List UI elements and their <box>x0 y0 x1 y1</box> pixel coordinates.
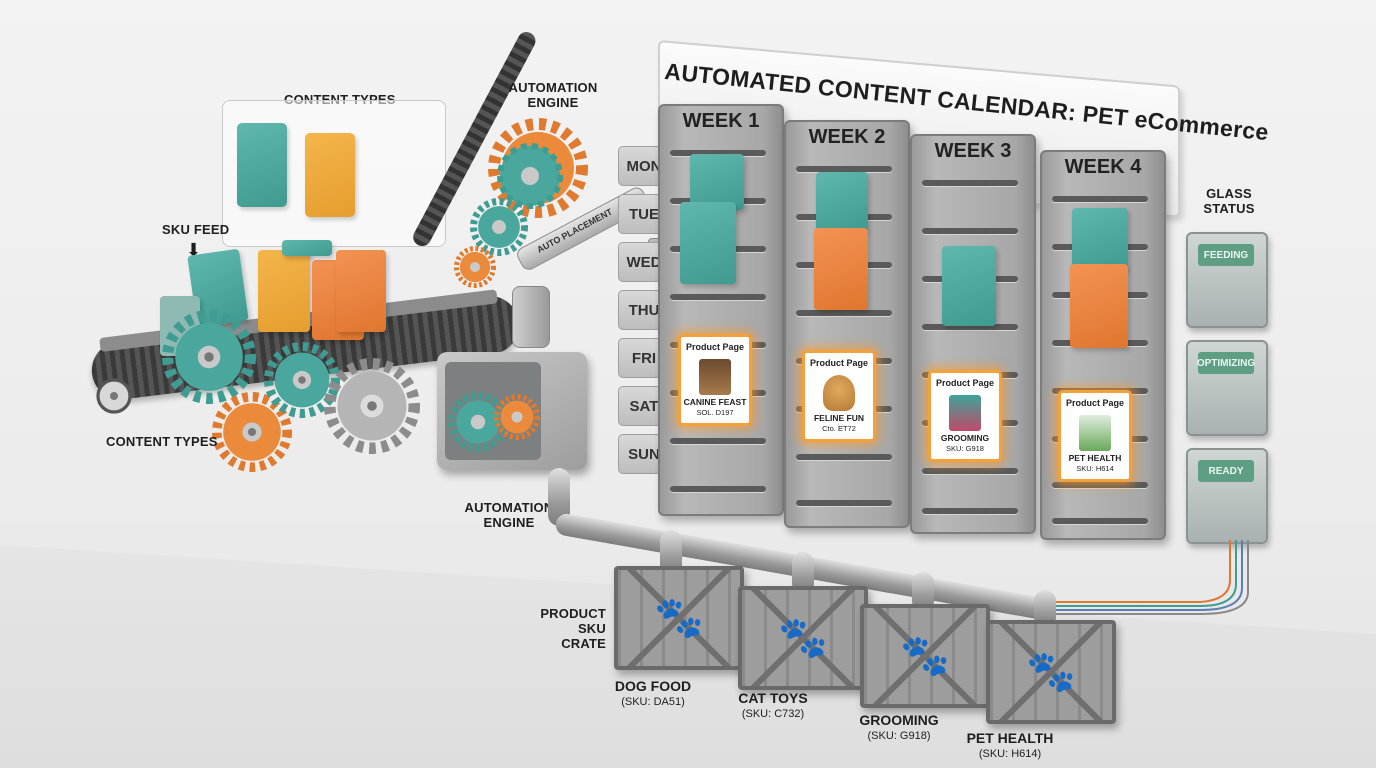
glass-status-label: GLASS STATUS <box>1203 186 1255 216</box>
automation-engine-bottom-label: AUTOMATION ENGINE <box>464 500 554 530</box>
product-page-card[interactable]: Product Page CANINE FEAST SOL. D197 <box>678 334 752 426</box>
crate-label-pet-health: PET HEALTH(SKU: H614) <box>966 730 1054 760</box>
automation-engine-top-label: AUTOMATION ENGINE <box>508 80 598 110</box>
week-column-4: WEEK 4 Product Page PET HEALTH SKU: H614 <box>1040 150 1166 540</box>
scheduled-card-teal[interactable] <box>680 202 736 284</box>
week-header: WEEK 2 <box>808 126 886 148</box>
status-wires <box>1040 540 1249 615</box>
scheduled-card-teal[interactable] <box>942 246 996 326</box>
gear-icon <box>162 310 256 404</box>
pipe-drop <box>660 530 682 576</box>
status-badge: READY <box>1198 460 1254 482</box>
gear-icon <box>264 342 340 418</box>
crate-pet-health[interactable]: 🐾 <box>986 620 1116 724</box>
scheduled-card-orange[interactable] <box>1070 264 1128 348</box>
status-badge: FEEDING <box>1198 244 1254 266</box>
status-badge: OPTIMIZING <box>1197 352 1255 374</box>
gear-icon <box>470 198 528 256</box>
gear-icon <box>488 118 588 218</box>
crate-dog-food[interactable]: 🐾 <box>614 566 744 670</box>
gear-icon <box>324 358 420 454</box>
content-types-panel <box>222 100 446 247</box>
crate-label-dog-food: DOG FOOD(SKU: DA51) <box>614 678 692 708</box>
scheduled-card-teal[interactable] <box>1072 208 1128 270</box>
week-column-2: WEEK 2 Product Page FELINE FUN Cto. ET72 <box>784 120 910 528</box>
week-header: WEEK 4 <box>1064 156 1142 178</box>
paw-icon: 🐾 <box>1026 650 1076 694</box>
product-page-card[interactable]: Product Page GROOMING SKU: G918 <box>928 370 1002 462</box>
crate-label-grooming: GROOMING(SKU: G918) <box>859 712 939 742</box>
feed-card-yellow <box>258 250 310 332</box>
paw-icon: 🐾 <box>900 634 950 678</box>
paw-icon: 🐾 <box>654 596 704 640</box>
product-page-card[interactable]: Product Page FELINE FUN Cto. ET72 <box>802 350 876 442</box>
week-column-3: WEEK 3 Product Page GROOMING SKU: G918 <box>910 134 1036 534</box>
gear-icon <box>494 394 540 440</box>
status-panel-ready: READY <box>1186 448 1268 544</box>
scheduled-card-teal[interactable] <box>690 154 744 210</box>
paw-icon: 🐾 <box>778 616 828 660</box>
content-type-swatch-teal <box>237 123 287 207</box>
week-column-1: WEEK 1 Product Page CANINE FEAST SOL. D1… <box>658 104 784 516</box>
cat-icon <box>823 375 855 411</box>
pipe-drop <box>792 552 814 594</box>
product-page-card[interactable]: Product Page PET HEALTH SKU: H614 <box>1058 390 1132 482</box>
pipe-vertical <box>548 468 570 526</box>
scheduled-card-teal[interactable] <box>816 172 868 232</box>
crate-label-cat-toys: CAT TOYS(SKU: C732) <box>738 690 808 720</box>
grooming-product-icon <box>949 395 981 431</box>
health-product-icon <box>1079 415 1111 451</box>
robot-arm-lower <box>512 286 550 348</box>
pipe-drop <box>912 572 934 612</box>
status-panel-feeding: FEEDING <box>1186 232 1268 328</box>
week-header: WEEK 1 <box>682 110 760 132</box>
gear-icon <box>212 392 292 472</box>
week-header: WEEK 3 <box>934 140 1012 162</box>
content-type-swatch-yellow <box>305 133 355 217</box>
status-panel-optimizing: OPTIMIZING <box>1186 340 1268 436</box>
feed-card-orange-2 <box>336 250 386 332</box>
scheduled-card-orange[interactable] <box>814 228 868 310</box>
pipe-drop <box>1034 590 1056 628</box>
feed-card-teal-back <box>282 240 332 256</box>
product-sku-crate-label: PRODUCT SKU CRATE <box>540 606 606 651</box>
gear-icon <box>454 246 496 288</box>
crate-grooming[interactable]: 🐾 <box>860 604 990 708</box>
crate-cat-toys[interactable]: 🐾 <box>738 586 868 690</box>
gear-icon <box>96 378 132 414</box>
dog-food-bag-icon <box>699 359 731 395</box>
sku-feed-label: SKU FEED <box>162 222 230 237</box>
content-types-bottom-label: CONTENT TYPES <box>106 434 218 449</box>
